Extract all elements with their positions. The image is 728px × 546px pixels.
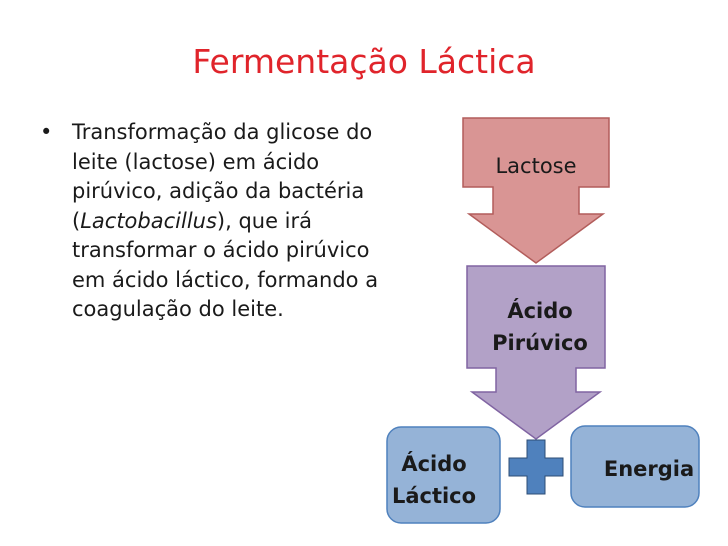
plus-icon [508,439,564,495]
lactose-label: Lactose [495,154,577,178]
bullet-text-italic: Lactobacillus [80,208,217,233]
acido-piruvico-label: Ácido Pirúvico [470,295,610,359]
acido-lactico-label: Ácido Láctico [378,448,490,512]
bullet-text-before: Transformação da glicose do leite (lacto… [72,120,373,233]
lactose-arrow-shape [462,117,610,264]
acido-lactico-box [386,426,501,524]
acido-lactico-line2: Láctico [391,484,477,508]
energia-label: Energia [603,457,695,481]
acido-lactico-line1: Ácido [401,452,467,476]
slide-title: Fermentação Láctica [192,42,536,81]
energia-box [570,425,700,508]
bullet-text: Transformação da glicose do leite (lacto… [72,118,392,325]
acido-piruvico-line2: Pirúvico [492,331,588,355]
acido-piruvico-arrow-shape [466,265,606,440]
acido-piruvico-line1: Ácido [507,299,573,323]
bullet-text-after: ), que irá transformar o ácido pirúvico … [72,208,379,322]
bullet-marker: • [40,120,53,144]
